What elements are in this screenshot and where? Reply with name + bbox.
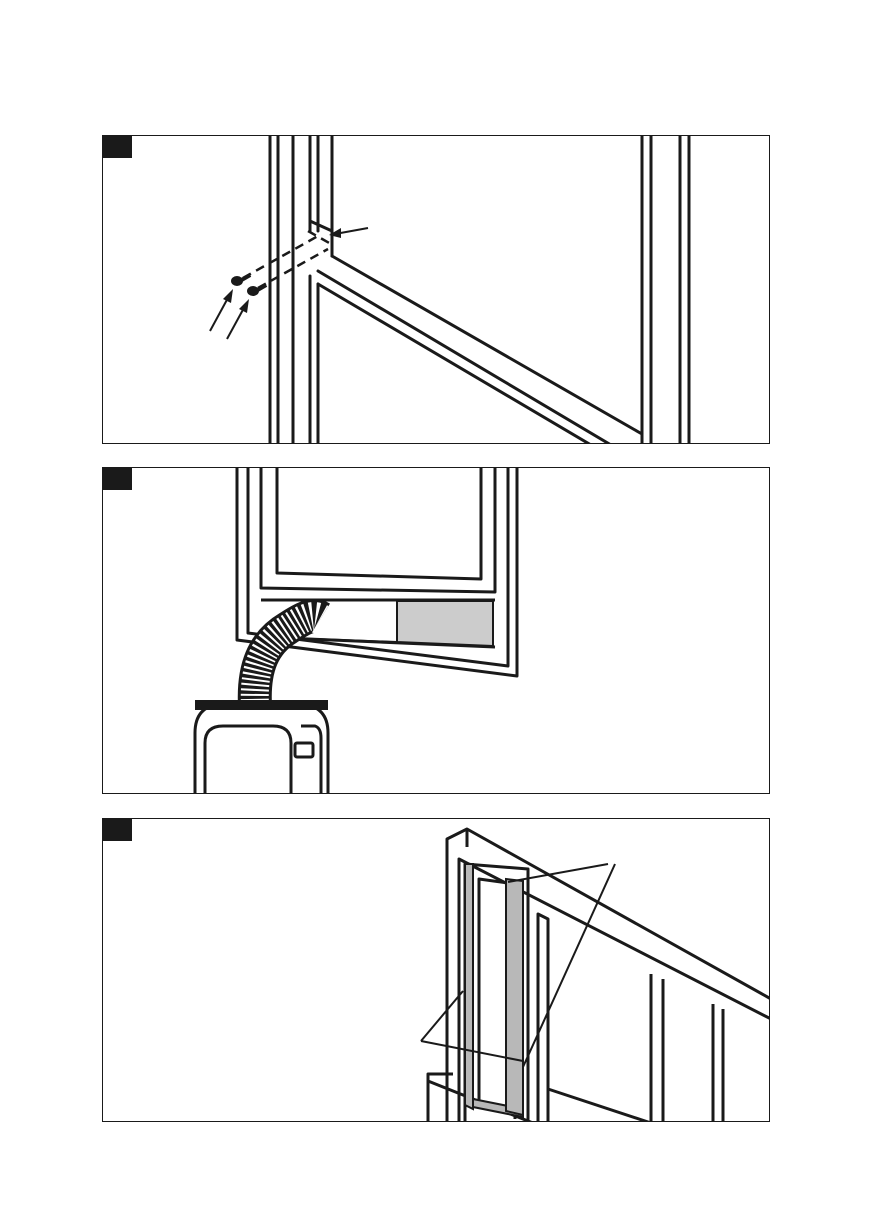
- figure-3: [102, 818, 770, 1122]
- portable-unit: [195, 704, 328, 794]
- figure-3-illustration: [103, 819, 770, 1122]
- figure-1-illustration: [103, 136, 770, 444]
- figure-2: [102, 467, 770, 794]
- figure-1: [102, 135, 770, 444]
- hose-icon: [255, 616, 321, 706]
- seal-icon: [465, 864, 523, 1117]
- figure-2-illustration: [103, 468, 770, 794]
